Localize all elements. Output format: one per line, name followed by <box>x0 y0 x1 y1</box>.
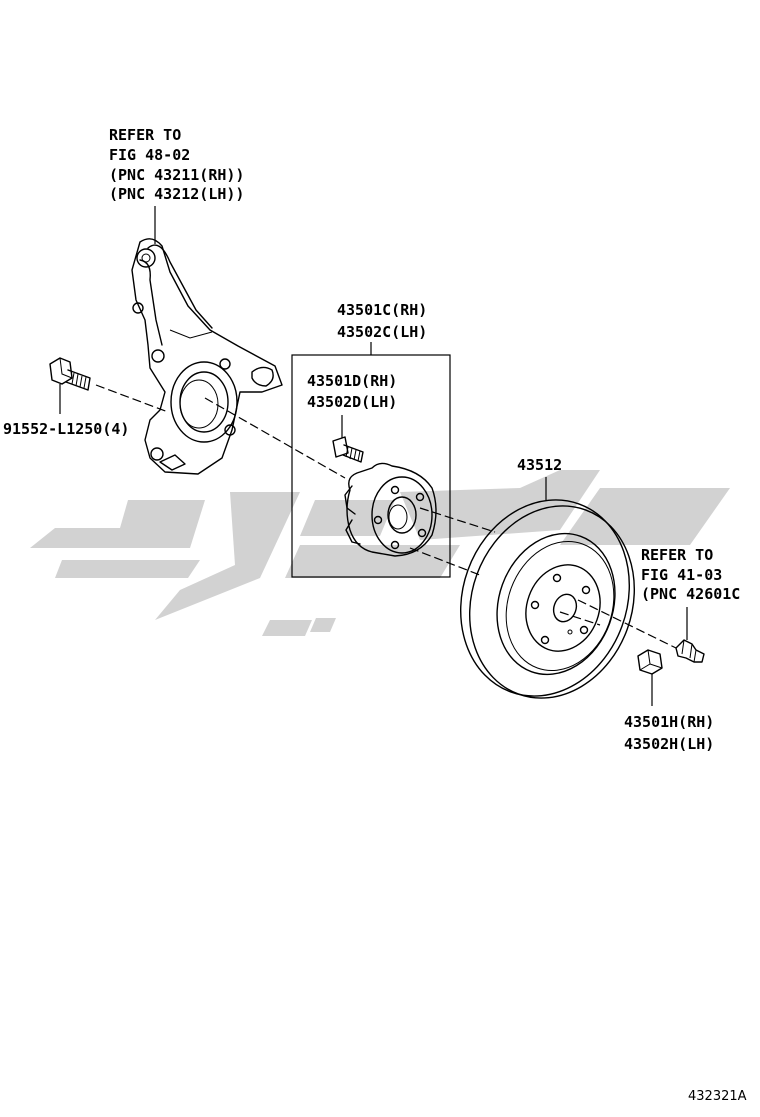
hub-bearing-line-2: 43502D(LH) <box>307 393 397 411</box>
wheel-bolt-refer-line-1: REFER TO <box>641 546 713 564</box>
wheel-bolt-refer-line-3: (PNC 42601C <box>641 585 740 603</box>
leader-lines <box>59 206 688 706</box>
knuckle-refer-line-1: REFER TO <box>109 126 181 144</box>
disc-part-label: 43512 <box>517 456 562 474</box>
hub-bearing-line-1: 43501D(RH) <box>307 372 397 390</box>
watermark-logo <box>30 470 730 636</box>
steering-knuckle-drawing <box>131 238 283 475</box>
figure-id: 432321A <box>688 1089 747 1104</box>
bolt-part-label: 91552-L1250(4) <box>3 420 129 438</box>
brake-disc-drawing <box>459 499 636 699</box>
hub-nut-label: 43501H(RH) 43502H(LH) <box>624 713 714 753</box>
hub-nut-line-2: 43502H(LH) <box>624 735 714 753</box>
hex-bolt-drawing <box>49 357 91 391</box>
wheel-bolt-refer-line-2: FIG 41-03 <box>641 566 722 584</box>
hub-assy-label: 43501C(RH) 43502C(LH) <box>337 301 427 341</box>
knuckle-refer-line-2: FIG 48-02 <box>109 146 190 164</box>
knuckle-refer-line-4: (PNC 43212(LH)) <box>109 185 244 203</box>
hub-nut-drawing <box>637 649 663 675</box>
hub-nut-line-1: 43501H(RH) <box>624 713 714 731</box>
hub-assy-line-2: 43502C(LH) <box>337 323 427 341</box>
hub-bearing-label: 43501D(RH) 43502D(LH) <box>307 372 397 411</box>
axle-hub-drawing <box>344 462 437 557</box>
wheel-bolt-refer-label: REFER TO FIG 41-03 (PNC 42601C <box>641 546 740 603</box>
knuckle-refer-label: REFER TO FIG 48-02 (PNC 43211(RH)) (PNC … <box>109 126 244 203</box>
knuckle-refer-line-3: (PNC 43211(RH)) <box>109 166 244 184</box>
wheel-bolt-drawing <box>675 639 705 663</box>
hub-assy-line-1: 43501C(RH) <box>337 301 427 319</box>
hub-bolt-drawing <box>332 436 364 463</box>
